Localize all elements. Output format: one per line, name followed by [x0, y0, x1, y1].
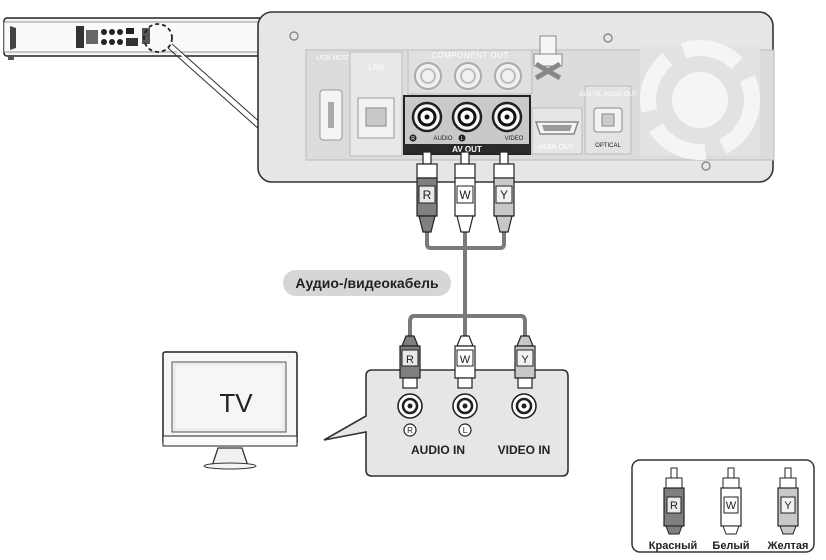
hdmi-label: HDMI OUT — [539, 144, 574, 151]
hdmi-port: HDMI OUT — [531, 107, 583, 155]
tv-device: TV — [162, 351, 298, 470]
legend-item-yellow: Y Желтая — [767, 467, 809, 552]
svg-text:Y: Y — [784, 500, 792, 512]
audio-r-mark — [409, 134, 417, 142]
tv-jack-audio-l — [452, 393, 478, 419]
zoom-highlight-circle — [143, 23, 173, 53]
lan-port: LAN — [349, 51, 403, 157]
player-rear-ports — [76, 26, 150, 48]
svg-text:R: R — [406, 354, 414, 366]
svg-text:R: R — [423, 188, 432, 202]
svg-text:L: L — [461, 136, 464, 142]
legend-label-red: Красный — [649, 540, 697, 552]
av-cable — [408, 232, 527, 336]
audio-in-label: AUDIO IN — [411, 443, 465, 457]
component-jack-1 — [414, 62, 442, 90]
component-jack-2 — [454, 62, 482, 90]
legend-label-yellow: Желтая — [767, 540, 809, 552]
usb-port: USB HOST — [316, 55, 353, 141]
tv-screen-label: TV — [219, 388, 253, 418]
tv-r-mark — [403, 423, 417, 437]
plug-white-bottom: W — [454, 335, 476, 389]
tv-l-mark — [458, 423, 472, 437]
player-back-panel: USB HOST LAN COMPONENT OUT AV OUT — [257, 11, 775, 183]
cable-label: Аудио-/видеокабель — [295, 275, 439, 291]
tv-jack-audio-r — [397, 393, 423, 419]
optical-label: OPTICAL — [595, 143, 621, 149]
tv-jack-video — [511, 393, 537, 419]
svg-text:W: W — [460, 354, 471, 366]
svg-text:Y: Y — [521, 354, 529, 366]
legend-label-white: Белый — [712, 540, 749, 552]
legend-item-white: W Белый — [712, 467, 750, 552]
plug-yellow-bottom: Y — [514, 335, 536, 389]
av-jack-video — [491, 101, 523, 133]
cooling-symbol — [533, 35, 563, 81]
component-out-label: COMPONENT OUT — [431, 51, 508, 60]
component-jack-3 — [494, 62, 522, 90]
av-out-label: AV OUT — [452, 145, 482, 154]
svg-text:Y: Y — [500, 188, 508, 202]
av-out-group: AV OUT R AUDIO L VIDEO — [403, 95, 531, 155]
svg-text:L: L — [463, 426, 468, 435]
svg-text:R: R — [670, 500, 678, 512]
svg-text:R: R — [411, 136, 415, 142]
component-out-group: COMPONENT OUT — [407, 49, 533, 95]
plug-yellow-top: Y — [493, 151, 515, 233]
av-jack-audio-r — [411, 101, 443, 133]
audio-l-mark — [458, 134, 466, 142]
legend-item-red: R Красный — [649, 467, 697, 552]
av-jack-audio-l — [451, 101, 483, 133]
video-in-label: VIDEO IN — [498, 443, 551, 457]
tv-input-panel: R L AUDIO IN VIDEO IN — [323, 369, 569, 477]
svg-text:W: W — [726, 500, 737, 512]
cable-label-pill: Аудио-/видеокабель — [283, 270, 451, 296]
lan-label: LAN — [368, 63, 384, 72]
player-device — [3, 17, 277, 131]
svg-text:W: W — [459, 188, 471, 202]
digital-audio-label: DIGITAL AUDIO OUT — [579, 92, 637, 98]
usb-label: USB HOST — [316, 55, 353, 62]
fan-vent — [640, 40, 760, 160]
optical-port: DIGITAL AUDIO OUT OPTICAL — [579, 85, 637, 155]
plug-red-bottom: R — [399, 335, 421, 389]
svg-text:R: R — [407, 426, 413, 435]
plug-red-top: R — [416, 151, 438, 233]
color-legend: R Красный W Белый Y Желтая — [631, 459, 815, 553]
plug-white-top: W — [454, 151, 476, 233]
audio-sublabel: AUDIO — [433, 136, 452, 142]
video-sublabel: VIDEO — [505, 136, 524, 142]
